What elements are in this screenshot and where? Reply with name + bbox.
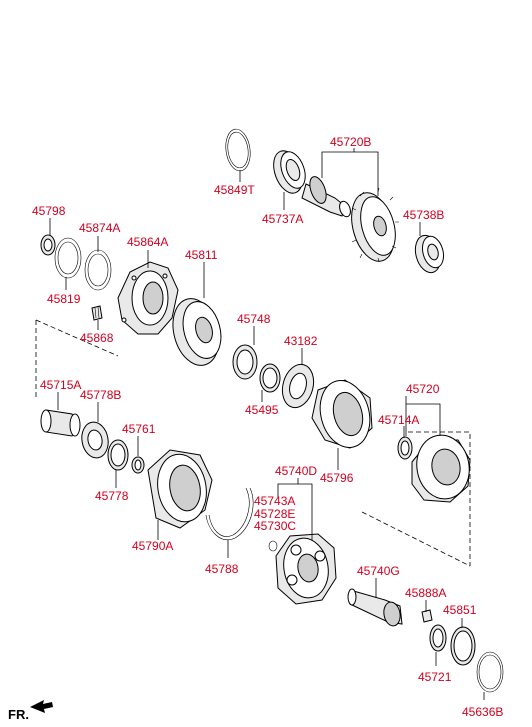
front-direction-indicator: FR. [8,700,53,722]
part-45720B-gear-shaft[interactable] [301,174,401,266]
part-45740G-shaft[interactable] [347,588,403,627]
label-45864A: 45864A [127,235,168,249]
part-45778B-plate[interactable] [79,420,111,460]
part-45748-thrust-bearing[interactable] [232,344,258,380]
part-45721-ring[interactable] [429,624,447,652]
part-45888A-pin[interactable] [421,609,433,623]
part-45874A-ring[interactable] [84,249,112,291]
part-45851-ring[interactable] [450,626,476,666]
label-45811: 45811 [185,248,218,262]
part-45761-ring[interactable] [131,456,145,474]
label-45730C: 45730C [254,519,296,533]
front-arrow-icon [30,700,53,713]
part-45636B-snap-ring[interactable] [476,651,504,693]
label-45868: 45868 [80,331,114,345]
label-45715A: 45715A [40,378,81,392]
part-45495-ring[interactable] [259,363,281,393]
label-45740D: 45740D [275,464,317,478]
part-43182-plate[interactable] [278,361,318,411]
part-45868-bolt[interactable] [91,305,103,321]
label-45888A: 45888A [405,586,446,600]
label-45740G: 45740G [357,564,400,578]
part-45788-snap-ring[interactable] [205,487,254,540]
label-45748: 45748 [237,312,271,326]
label-45798: 45798 [32,204,66,218]
label-45761: 45761 [122,422,156,436]
part-45738B-bearing[interactable] [411,233,446,276]
part-45796-drum[interactable] [311,375,377,453]
front-direction-label: FR. [8,707,29,722]
part-45740D-carrier-assembly[interactable] [275,533,337,605]
label-45721: 45721 [418,670,452,684]
label-45778: 45778 [95,489,129,503]
part-45811-gear[interactable] [166,293,227,370]
label-45796: 45796 [320,471,354,485]
part-45737A-bearing[interactable] [268,147,310,197]
label-45738B: 45738B [403,208,444,222]
label-45737A: 45737A [262,212,303,226]
part-45720-carrier[interactable] [411,431,474,503]
label-43182: 43182 [284,334,318,348]
label-45495: 45495 [245,403,279,417]
part-45715A-shaft[interactable] [40,409,81,437]
part-45790A-drum[interactable] [147,449,213,529]
label-45743A: 45743A [254,494,295,508]
label-45636B: 45636B [462,705,503,719]
label-45874A: 45874A [79,221,120,235]
label-45849T: 45849T [214,183,255,197]
part-45819-ring[interactable] [54,237,82,279]
label-45819: 45819 [47,292,81,306]
label-45788: 45788 [205,562,239,576]
label-45778B: 45778B [80,388,121,402]
label-45720: 45720 [406,382,440,396]
part-45778-ring[interactable] [107,439,129,471]
label-45851: 45851 [443,603,477,617]
label-45790A: 45790A [132,539,173,553]
part-45849T-snap-ring[interactable] [223,128,253,173]
leader-lines [35,148,485,700]
part-45798-ring[interactable] [40,234,56,256]
label-45720B: 45720B [330,135,371,149]
label-45714A: 45714A [378,413,419,427]
part-45864A-housing[interactable] [117,261,179,335]
label-45728E: 45728E [254,507,295,521]
part-45714A-ring[interactable] [397,436,413,460]
part-45730C-ring[interactable] [268,540,278,552]
